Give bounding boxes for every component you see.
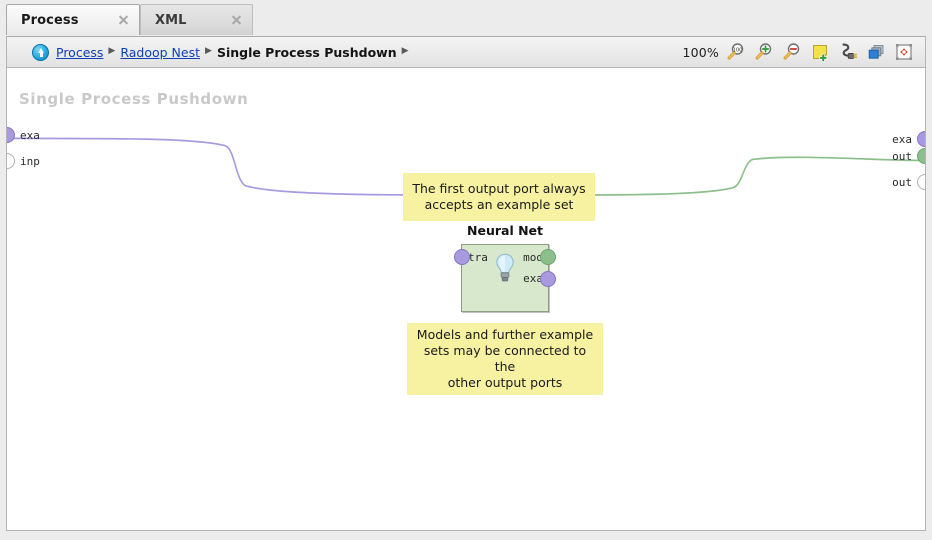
up-arrow-circle-icon[interactable] [32, 43, 49, 61]
tab-strip: Process XML [0, 0, 932, 36]
zoom-reset-button[interactable]: 100 [723, 39, 749, 65]
canvas-input-port-exa-label: exa [20, 128, 40, 142]
breadcrumb-current: Single Process Pushdown [216, 44, 397, 60]
arrange-layers-button[interactable] [863, 39, 889, 65]
add-note-button[interactable] [807, 39, 833, 65]
canvas-output-port-exa[interactable]: exa [892, 131, 925, 147]
toolbar-actions: 100% 100 [682, 39, 925, 65]
tab-xml[interactable]: XML [140, 4, 253, 35]
process-toolbar: Process ▶ Radoop Nest ▶ Single Process P… [6, 36, 926, 68]
zoom-in-button[interactable] [751, 39, 777, 65]
annotation-note-1[interactable]: The first output port always accepts an … [403, 173, 595, 221]
canvas-output-port-exa-label: exa [892, 132, 912, 146]
lightbulb-icon [496, 253, 514, 282]
fit-to-screen-icon [896, 44, 912, 60]
canvas-watermark: Single Process Pushdown [19, 90, 249, 108]
magnifier-100-icon: 100 [727, 43, 744, 60]
canvas-output-port-out-2-label: out [892, 175, 912, 189]
process-canvas[interactable]: Single Process Pushdown exa inp exa out [6, 68, 926, 531]
canvas-output-port-out-2[interactable]: out [892, 174, 925, 190]
port-nub-icon [7, 127, 15, 143]
operator-port-tra-nub-icon[interactable] [454, 249, 470, 265]
canvas-input-port-inp-label: inp [20, 154, 40, 168]
port-nub-icon [917, 131, 925, 147]
close-icon[interactable] [229, 13, 244, 28]
operator-port-exa-label: exa [523, 272, 543, 285]
operator-port-mod-nub-icon[interactable] [540, 249, 556, 265]
port-nub-icon [7, 153, 15, 169]
canvas-input-port-exa[interactable]: exa [7, 127, 40, 143]
tab-process-label: Process [21, 12, 79, 28]
status-bar [0, 531, 932, 540]
annotation-note-1-line-1: The first output port always [412, 181, 586, 196]
canvas-output-port-out-1-label: out [892, 149, 912, 163]
zoom-level-label: 100% [682, 44, 719, 60]
connection-exa-to-tra [12, 137, 454, 196]
magnifier-minus-icon [783, 43, 800, 60]
annotation-note-2-line-2: sets may be connected to the [423, 343, 587, 374]
svg-text:100: 100 [733, 48, 743, 54]
operator-port-tra-label: tra [468, 251, 488, 264]
port-nub-icon [917, 174, 925, 190]
canvas-output-port-out-1[interactable]: out [892, 148, 925, 164]
port-nub-icon [917, 148, 925, 164]
tab-xml-label: XML [155, 12, 187, 28]
annotation-note-2-line-3: other output ports [447, 375, 563, 390]
breadcrumb-separator-icon: ▶ [108, 45, 116, 56]
auto-wire-button[interactable] [835, 39, 861, 65]
tab-process[interactable]: Process [6, 4, 140, 35]
annotation-note-2-line-1: Models and further example [416, 327, 594, 342]
magnifier-plus-icon [755, 43, 772, 60]
operator-neural-net[interactable]: Neural Net tra mod exa [454, 223, 556, 312]
close-icon[interactable] [116, 13, 131, 28]
add-note-icon [813, 45, 828, 62]
connection-mod-to-out [554, 156, 920, 196]
annotation-note-2[interactable]: Models and further example sets may be c… [407, 323, 603, 395]
breadcrumb-link-radoop-nest[interactable]: Radoop Nest [120, 44, 201, 60]
breadcrumb: Process ▶ Radoop Nest ▶ Single Process P… [7, 43, 682, 61]
operator-neural-net-title: Neural Net [467, 223, 543, 238]
operator-port-exa-nub-icon[interactable] [540, 271, 556, 287]
fit-to-screen-button[interactable] [891, 39, 917, 65]
operator-neural-net-body[interactable]: tra mod exa [454, 244, 556, 312]
canvas-input-port-inp[interactable]: inp [7, 153, 40, 169]
breadcrumb-separator-icon: ▶ [401, 45, 409, 56]
operator-port-mod-label: mod [523, 251, 543, 264]
breadcrumb-separator-icon: ▶ [205, 45, 212, 56]
layers-icon [868, 45, 884, 59]
plug-icon [842, 43, 858, 59]
zoom-out-button[interactable] [779, 39, 805, 65]
breadcrumb-link-process[interactable]: Process [56, 44, 104, 60]
annotation-note-1-line-2: accepts an example set [424, 197, 574, 212]
